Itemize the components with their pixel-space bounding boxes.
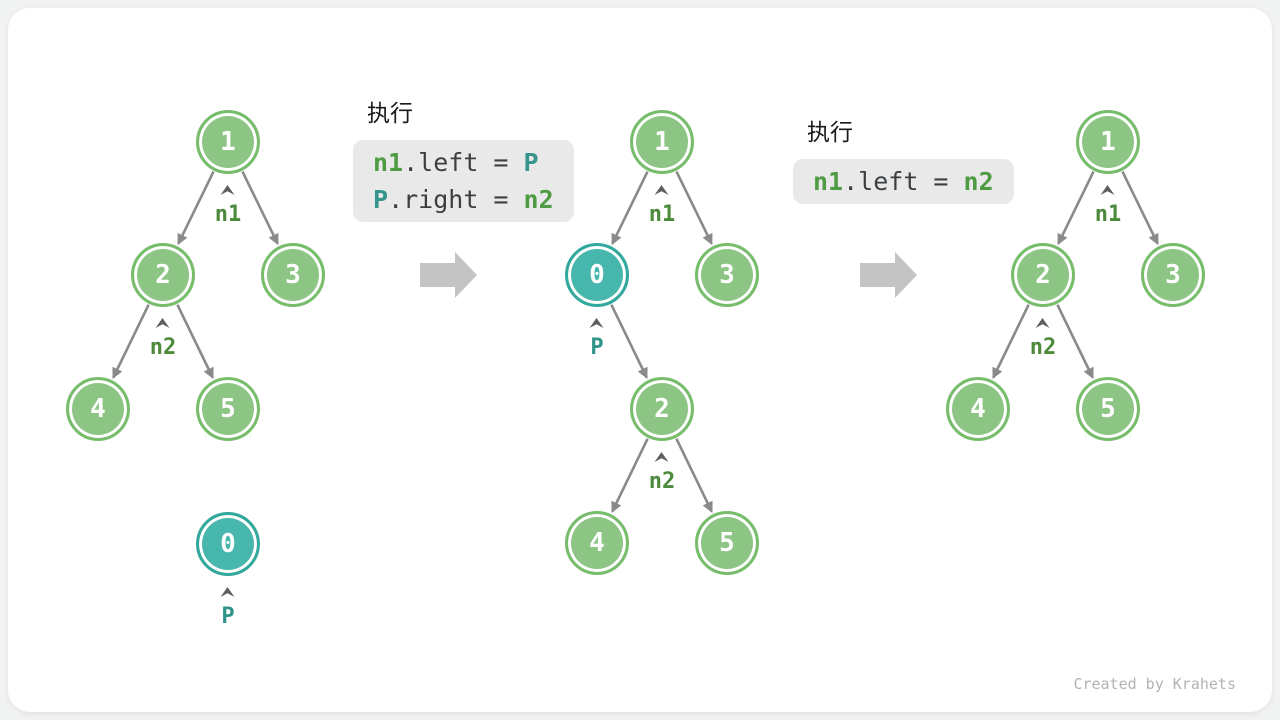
tree-after-insert-node-3: 3 <box>695 243 759 307</box>
edge-tree-after-remove-2-5 <box>1056 304 1094 379</box>
edge-tree-after-insert-2-5 <box>675 438 713 513</box>
code-line-2: P.right = n2 <box>373 181 554 218</box>
code-block-2: 执行 n1.left = n2 <box>793 117 1014 204</box>
edge-tree-after-insert-2-4 <box>611 438 649 513</box>
tree-after-remove-node-1: 1 <box>1076 110 1140 174</box>
tree-initial-node-4: 4 <box>66 377 130 441</box>
tree-after-insert-pointer-label-n1: n1 <box>648 202 676 227</box>
tree-initial-node-3: 3 <box>261 243 325 307</box>
tree-after-remove-pointer-label-n2: n2 <box>1029 335 1057 360</box>
code-token: .left = <box>403 148 524 177</box>
code-line-1: n1.left = P <box>373 144 554 181</box>
code-token: .left = <box>843 167 964 196</box>
code-token: n1 <box>373 148 404 177</box>
edge-tree-after-insert-1-3 <box>675 171 713 246</box>
code-token: P <box>373 185 389 214</box>
tree-initial-node-1: 1 <box>196 110 260 174</box>
tree-after-insert-pointer-label-n2: n2 <box>648 469 676 494</box>
step-arrow-icon-1 <box>420 251 478 299</box>
tree-after-remove-pointer-label-n1: n1 <box>1094 202 1122 227</box>
code-block-1-header: 执行 <box>367 100 413 126</box>
code-token: P <box>523 148 539 177</box>
edge-tree-after-remove-1-2 <box>1057 171 1095 246</box>
edge-tree-initial-2-4 <box>112 304 150 379</box>
tree-initial-pointer-n1-arrow-icon <box>220 182 235 195</box>
tree-after-remove-node-2: 2 <box>1011 243 1075 307</box>
code-token: n2 <box>963 167 994 196</box>
edge-tree-after-remove-1-3 <box>1121 171 1159 246</box>
tree-after-insert-pointer-n1-arrow-icon <box>654 182 669 195</box>
edge-tree-initial-1-3 <box>241 171 279 246</box>
edge-tree-after-insert-0-2 <box>610 304 648 379</box>
tree-after-remove-node-4: 4 <box>946 377 1010 441</box>
tree-initial-pointer-P-arrow-icon <box>220 584 235 597</box>
edge-tree-after-insert-1-0 <box>611 171 649 246</box>
tree-after-remove-pointer-n1-arrow-icon <box>1100 182 1115 195</box>
tree-initial-pointer-label-n2: n2 <box>149 335 177 360</box>
watermark: Created by Krahets <box>1073 675 1236 693</box>
tree-initial-pointer-label-P: P <box>221 604 235 629</box>
tree-after-insert-node-5: 5 <box>695 511 759 575</box>
code-token: .right = <box>388 185 524 214</box>
edge-tree-after-remove-2-4 <box>992 304 1030 379</box>
tree-after-insert-pointer-P-arrow-icon <box>589 315 604 328</box>
edge-tree-initial-1-2 <box>177 171 215 246</box>
code-block-2-box: n1.left = n2 <box>793 159 1014 204</box>
tree-after-remove-node-3: 3 <box>1141 243 1205 307</box>
tree-initial-pointer-n2-arrow-icon <box>155 315 170 328</box>
tree-after-insert-node-1: 1 <box>630 110 694 174</box>
tree-after-insert-node-4: 4 <box>565 511 629 575</box>
edge-tree-initial-2-5 <box>176 304 214 379</box>
tree-after-insert-pointer-label-P: P <box>590 335 604 360</box>
code-token: n1 <box>813 167 844 196</box>
code-token: n2 <box>523 185 554 214</box>
tree-initial-pointer-label-n1: n1 <box>214 202 242 227</box>
tree-after-insert-node-0: 0 <box>565 243 629 307</box>
tree-after-remove-node-5: 5 <box>1076 377 1140 441</box>
tree-after-insert-node-2: 2 <box>630 377 694 441</box>
tree-initial-node-2: 2 <box>131 243 195 307</box>
tree-initial-node-0: 0 <box>196 512 260 576</box>
tree-after-remove-pointer-n2-arrow-icon <box>1035 315 1050 328</box>
code-block-2-header: 执行 <box>807 119 853 145</box>
code-line-1: n1.left = n2 <box>813 163 994 200</box>
step-arrow-icon-2 <box>860 251 918 299</box>
tree-after-insert-pointer-n2-arrow-icon <box>654 449 669 462</box>
tree-initial-node-5: 5 <box>196 377 260 441</box>
